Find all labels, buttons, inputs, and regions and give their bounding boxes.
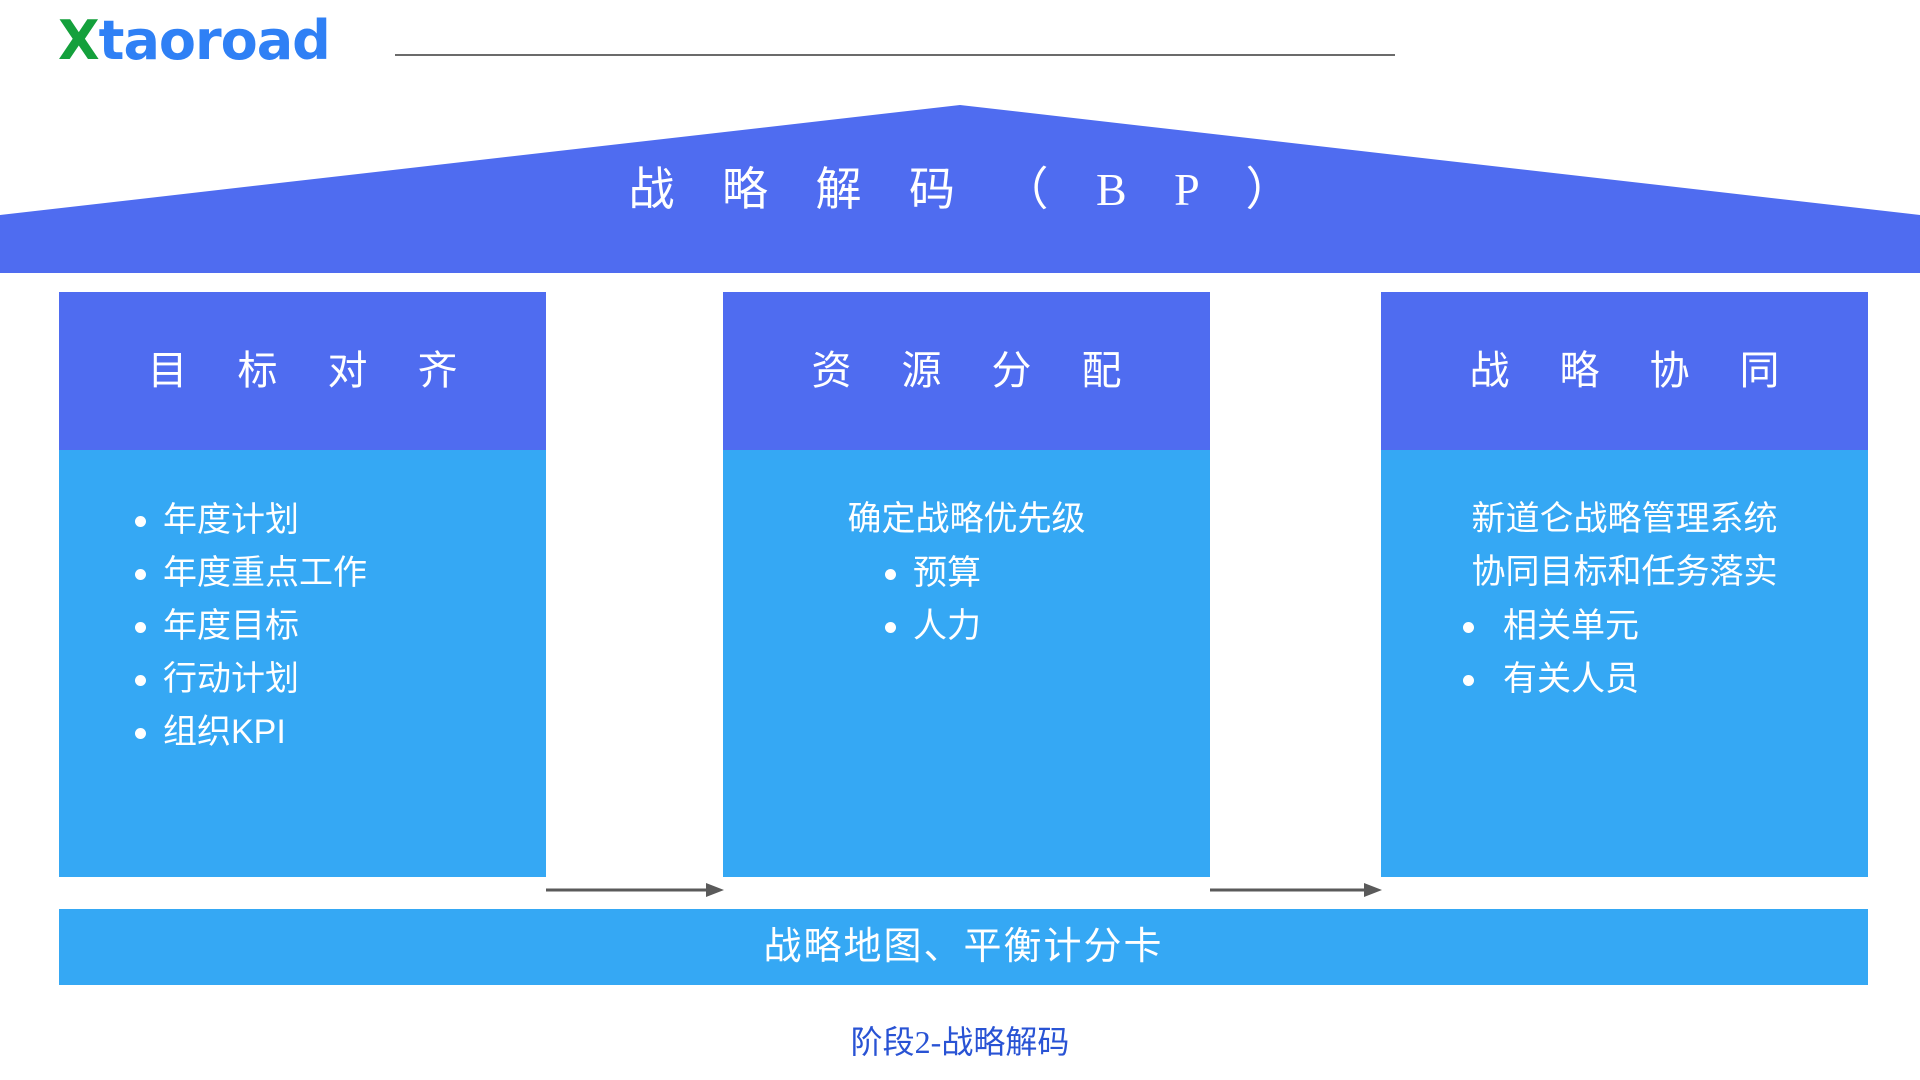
page-caption: 阶段2-战略解码 [850,1024,1070,1060]
pillar-body-goal-alignment: 年度计划 年度重点工作 年度目标 行动计划 组织KPI [59,450,546,877]
pillars-container: 目 标 对 齐 年度计划 年度重点工作 年度目标 行动计划 组织KPI 资 源 … [0,292,1920,897]
pillar-header-label: 目 标 对 齐 [147,348,478,393]
pillar-strategy-synergy[interactable]: 战 略 协 同 新道仑战略管理系统 协同目标和任务落实 相关单元 有关人员 [1381,292,1868,877]
bullet-list-strategy-synergy: 相关单元 有关人员 [1463,600,1868,706]
list-item: 组织KPI [135,706,546,759]
list-item: 有关人员 [1463,653,1868,706]
list-item: 行动计划 [135,653,546,706]
page-header: Xtaoroad [0,0,1920,100]
header-divider-line [395,54,1395,56]
roof-shape: 战 略 解 码 （ B P ） [0,105,1920,273]
arrow-resource-to-synergy-icon [1210,880,1382,900]
pillar-header-goal-alignment: 目 标 对 齐 [59,292,546,450]
pillar-lead-line-2: 协同目标和任务落实 [1471,553,1778,591]
logo-letter-x: X [58,9,100,72]
arrow-goal-to-resource-icon [546,880,724,900]
pillar-header-strategy-synergy: 战 略 协 同 [1381,292,1868,450]
list-item: 年度计划 [135,494,546,547]
list-item: 人力 [885,600,1210,653]
brand-logo: Xtaoroad [58,14,331,68]
roof-title: 战 略 解 码 （ B P ） [628,164,1310,215]
logo-wordmark: taoroad [98,9,331,72]
foundation-bar: 战略地图、平衡计分卡 [59,909,1868,985]
pillar-body-resource-allocation: 确定战略优先级 预算 人力 [723,450,1210,877]
pillar-header-label: 资 源 分 配 [811,348,1142,393]
list-item: 预算 [885,547,1210,600]
pillar-lead-text: 确定战略优先级 [847,500,1086,538]
list-item: 年度目标 [135,600,546,653]
pillar-goal-alignment[interactable]: 目 标 对 齐 年度计划 年度重点工作 年度目标 行动计划 组织KPI [59,292,546,877]
list-item: 相关单元 [1463,600,1868,653]
list-item: 年度重点工作 [135,547,546,600]
pillar-lead-line-1: 新道仑战略管理系统 [1471,500,1778,538]
bullet-list-resource-allocation: 预算 人力 [885,547,1210,653]
bullet-list-goal-alignment: 年度计划 年度重点工作 年度目标 行动计划 组织KPI [135,494,546,759]
roof-triangle-icon [0,105,1920,273]
pillar-header-label: 战 略 协 同 [1469,348,1800,393]
pillar-body-strategy-synergy: 新道仑战略管理系统 协同目标和任务落实 相关单元 有关人员 [1381,450,1868,877]
foundation-bar-label: 战略地图、平衡计分卡 [763,926,1164,968]
pillar-resource-allocation[interactable]: 资 源 分 配 确定战略优先级 预算 人力 [723,292,1210,877]
pillar-header-resource-allocation: 资 源 分 配 [723,292,1210,450]
